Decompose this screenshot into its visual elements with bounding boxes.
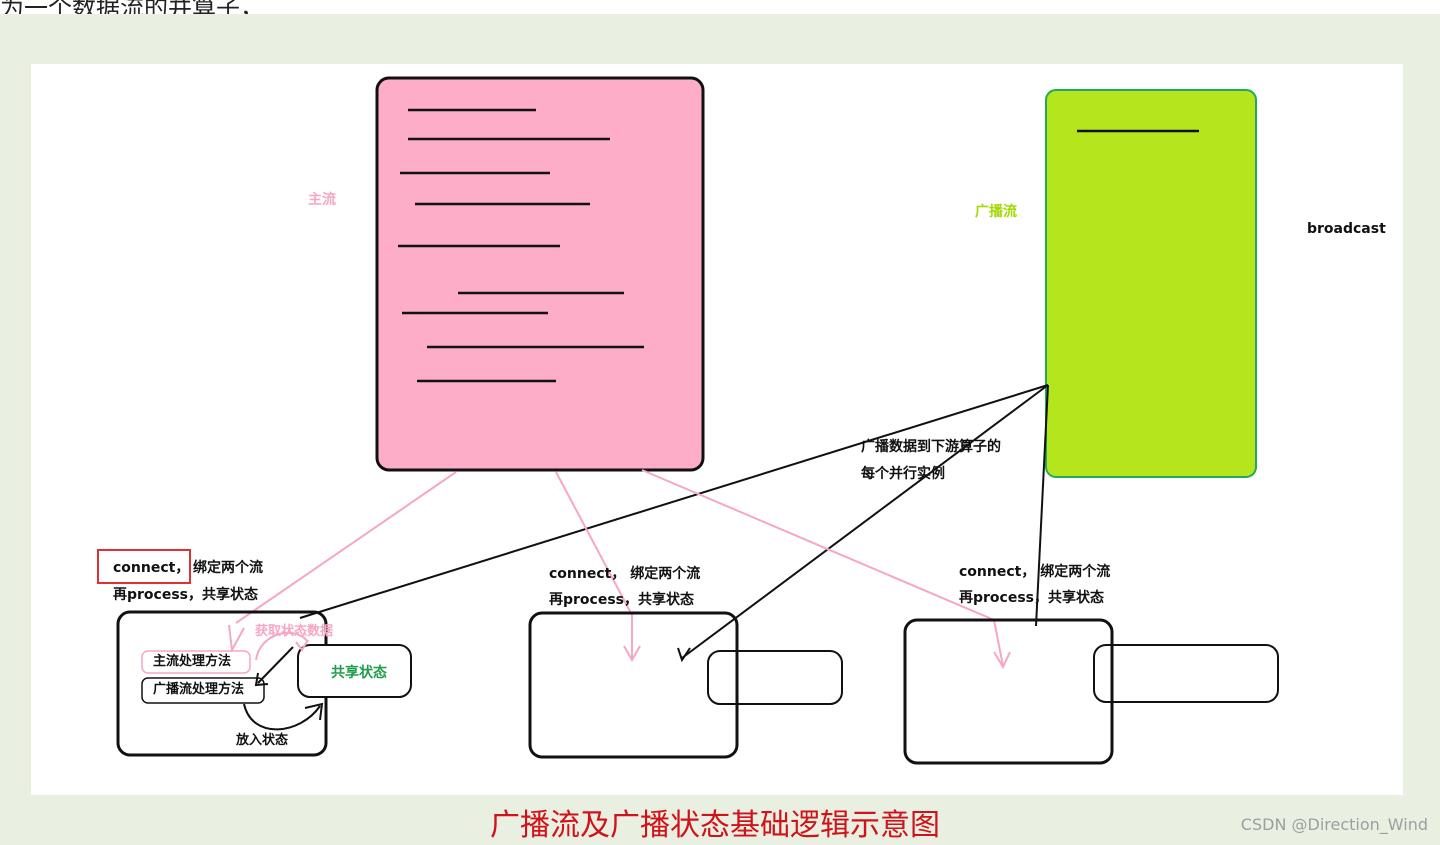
broadcast-stream-label: 广播流	[975, 204, 1017, 220]
broadcast-stream-box	[1045, 89, 1257, 478]
main-process-method-label: 主流处理方法	[153, 654, 232, 669]
top-text-strip: 为一个数据流的并算子，	[0, 0, 1440, 14]
shared-state-box-2	[707, 650, 843, 705]
connect-label-2: connect， 绑定两个流	[549, 566, 701, 582]
broadcast-process-method-label: 广播流处理方法	[153, 682, 245, 697]
top-cut-text: 为一个数据流的并算子，	[0, 0, 264, 14]
main-stream-box	[375, 76, 705, 472]
shared-state-box-1	[297, 644, 412, 698]
process-label-1: 再process，共享状态	[113, 587, 259, 603]
bind-streams-label-1: 绑定两个流	[193, 560, 263, 576]
shared-state-label: 共享状态	[331, 665, 387, 681]
operator-instance-2	[528, 611, 739, 759]
broadcast-en-label: broadcast	[1307, 221, 1386, 237]
broadcast-process-method-box	[141, 677, 265, 704]
figure-caption: 广播流及广播状态基础逻辑示意图	[490, 808, 940, 843]
operator-instance-3	[903, 618, 1114, 765]
broadcast-downstream-label-2: 每个并行实例	[861, 466, 945, 482]
put-state-label: 放入状态	[236, 733, 289, 748]
get-state-label: 获取状态数据	[255, 624, 334, 639]
main-stream-label: 主流	[308, 192, 336, 208]
process-label-3: 再process，共享状态	[959, 590, 1105, 606]
connect-label-3: connect， 绑定两个流	[959, 564, 1111, 580]
broadcast-lines	[299, 384, 1049, 663]
shared-state-box-3	[1093, 644, 1279, 703]
state-access-arrows	[243, 631, 324, 731]
broadcast-downstream-label-1: 广播数据到下游算子的	[861, 439, 1001, 455]
main-process-method-box	[141, 650, 251, 674]
connect-highlight-box	[97, 549, 191, 584]
connect-label-1: connect，	[113, 560, 190, 576]
main-stream-data-lines	[398, 108, 644, 383]
process-label-2: 再process，共享状态	[549, 592, 695, 608]
csdn-watermark: CSDN @Direction_Wind	[1240, 815, 1428, 834]
